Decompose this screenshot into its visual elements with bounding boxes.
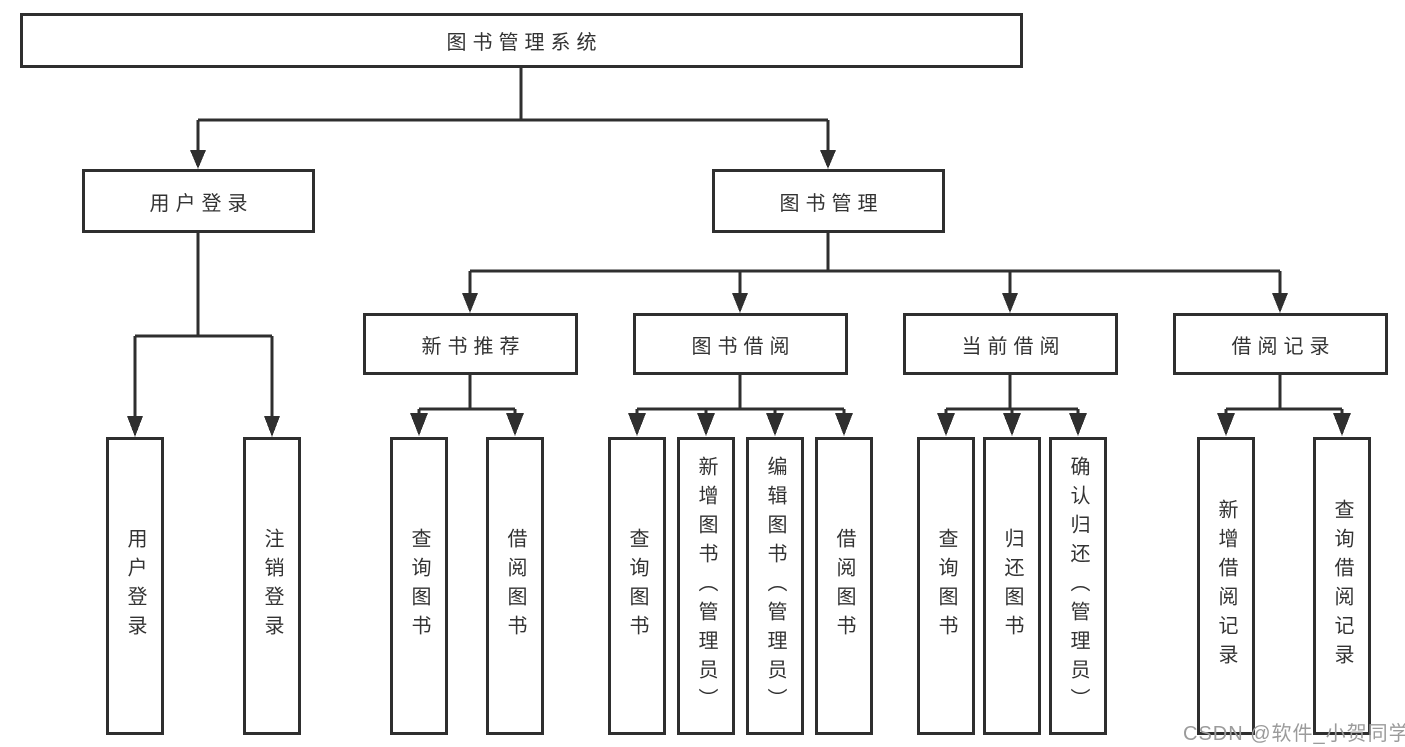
node-current-borrowing: 当前借阅 [903,313,1118,375]
leaf-return-books-label: 归还图书 [1001,528,1023,644]
leaf-query-books-recommend: 查询图书 [390,437,448,735]
leaf-confirm-return-admin: 确认归还（管理员） [1049,437,1107,735]
leaf-user-login: 用户登录 [106,437,164,735]
leaf-query-borrow-record: 查询借阅记录 [1313,437,1371,735]
node-book-borrowing: 图书借阅 [633,313,848,375]
leaf-query-borrow-record-label: 查询借阅记录 [1331,499,1353,673]
node-user-login: 用户登录 [82,169,315,233]
leaf-query-books-current-label: 查询图书 [935,528,957,644]
node-library-system-label: 图书管理系统 [446,32,603,54]
node-book-management-label: 图书管理 [779,192,884,215]
node-new-book-recommend-label: 新书推荐 [421,335,526,358]
leaf-add-books-admin-label: 新增图书（管理员） [695,455,717,717]
leaf-query-books-recommend-label: 查询图书 [408,528,430,644]
leaf-add-borrow-record-label: 新增借阅记录 [1215,499,1237,673]
leaf-query-books-borrow-label: 查询图书 [626,528,648,644]
leaf-borrow-books: 借阅图书 [815,437,873,735]
node-user-login-label: 用户登录 [149,192,254,215]
leaf-user-login-label: 用户登录 [124,528,146,644]
leaf-query-books-borrow: 查询图书 [608,437,666,735]
leaf-confirm-return-admin-label: 确认归还（管理员） [1067,455,1089,717]
node-book-management: 图书管理 [712,169,945,233]
leaf-borrow-books-recommend: 借阅图书 [486,437,544,735]
node-book-borrowing-label: 图书借阅 [691,335,796,358]
csdn-watermark: CSDN @软件_小贺同学 [1183,723,1405,745]
node-borrowing-records: 借阅记录 [1173,313,1388,375]
leaf-add-borrow-record: 新增借阅记录 [1197,437,1255,735]
leaf-borrow-books-recommend-label: 借阅图书 [504,528,526,644]
leaf-add-books-admin: 新增图书（管理员） [677,437,735,735]
node-current-borrowing-label: 当前借阅 [961,335,1066,358]
leaf-borrow-books-label: 借阅图书 [833,528,855,644]
node-new-book-recommend: 新书推荐 [363,313,578,375]
leaf-logout: 注销登录 [243,437,301,735]
leaf-query-books-current: 查询图书 [917,437,975,735]
node-library-system: 图书管理系统 [20,13,1023,68]
node-borrowing-records-label: 借阅记录 [1231,335,1336,358]
leaf-return-books: 归还图书 [983,437,1041,735]
leaf-edit-books-admin-label: 编辑图书（管理员） [764,455,786,717]
leaf-logout-label: 注销登录 [261,528,283,644]
leaf-edit-books-admin: 编辑图书（管理员） [746,437,804,735]
